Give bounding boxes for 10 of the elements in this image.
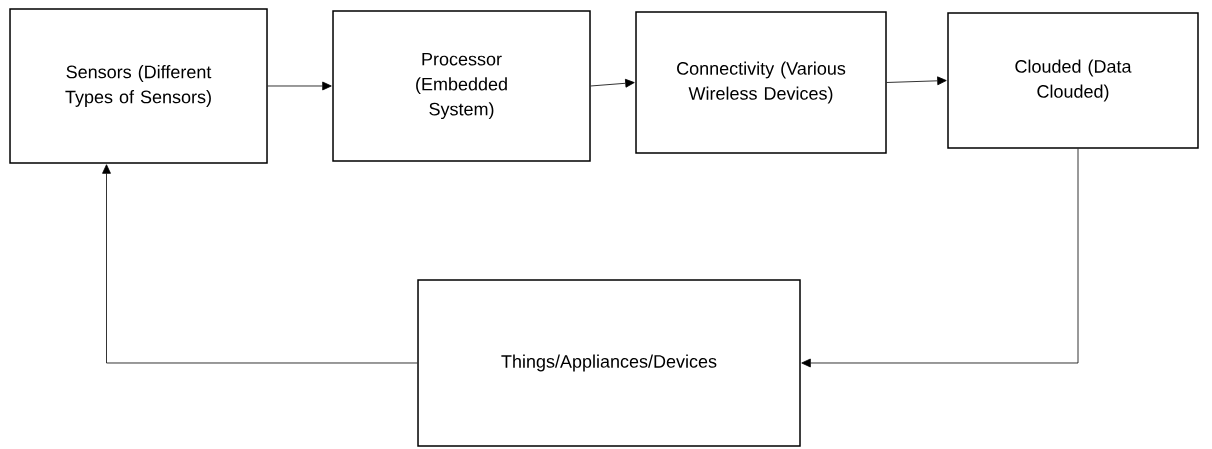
arrow [886,76,947,86]
arrow [267,81,332,91]
process-box: Sensors (Different Types of Sensors) [9,8,268,164]
arrow [102,164,418,364]
process-box: Clouded (Data Clouded) [947,12,1199,149]
arrow [590,78,635,88]
arrow [801,148,1079,368]
process-box: Processor (Embedded System) [332,10,591,162]
process-box: Connectivity (Various Wireless Devices) [635,11,887,154]
process-box: Things/Appliances/Devices [417,279,801,447]
